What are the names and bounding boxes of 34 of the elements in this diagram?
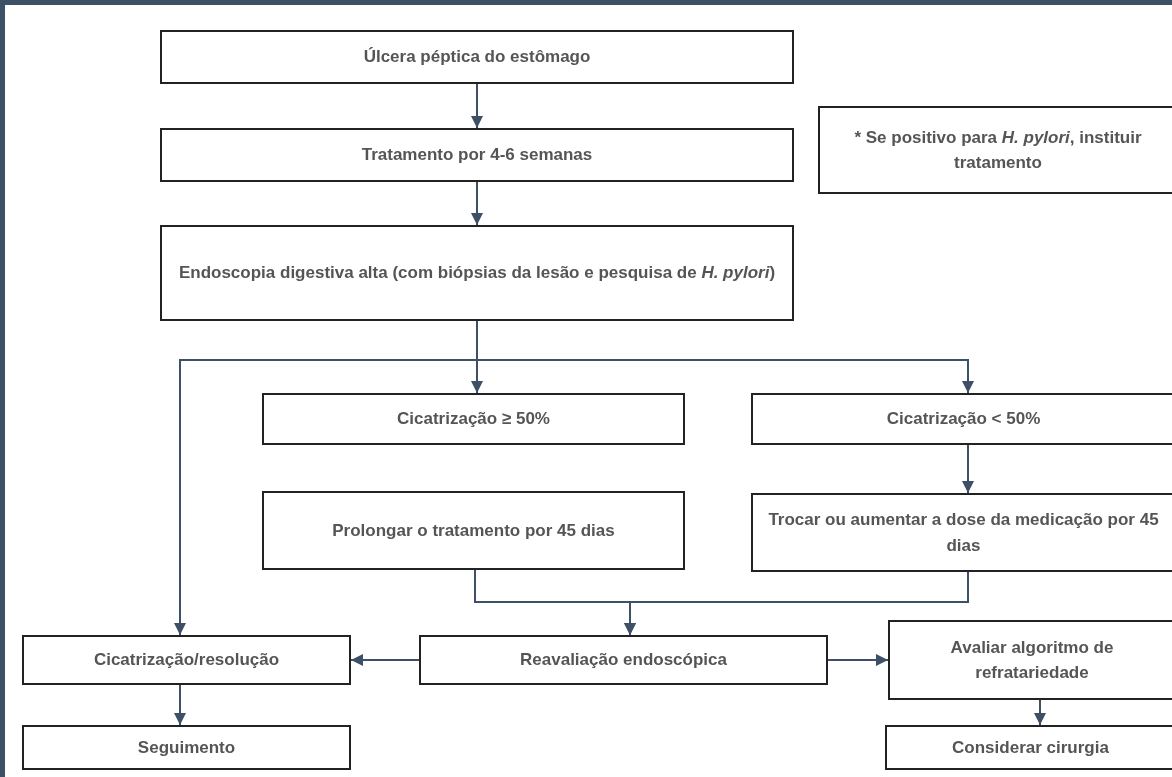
process-box <box>262 393 685 445</box>
note-box <box>818 106 1172 194</box>
step-text: Reavaliação endoscópica <box>520 649 727 672</box>
process-box <box>888 620 1172 700</box>
process-box <box>22 635 351 685</box>
process-box <box>262 491 685 570</box>
step-text: Prolongar o tratamento por 45 dias <box>332 519 615 542</box>
arrow <box>827 654 889 666</box>
step-text: Seguimento <box>137 736 236 759</box>
arrow <box>471 83 483 129</box>
process-box <box>160 128 794 182</box>
process-box <box>22 725 351 770</box>
arrow <box>1034 699 1046 726</box>
process-box <box>751 493 1172 572</box>
arrow <box>174 684 186 726</box>
arrow <box>624 571 969 636</box>
step-text: Cicatrização ≥ 50% <box>397 408 550 431</box>
process-box <box>885 725 1172 770</box>
step-text: Cicatrização < 50% <box>886 408 1041 431</box>
process-box <box>419 635 828 685</box>
process-box <box>160 225 794 321</box>
step-text: Trocar ou aumentar a dose da medicação por 45 dias <box>767 509 1160 557</box>
arrow <box>471 181 483 226</box>
process-box <box>751 393 1172 445</box>
step-text: Tratamento por 4-6 semanas <box>361 144 593 167</box>
step-text: Considerar cirurgia <box>952 736 1109 759</box>
process-box <box>160 30 794 84</box>
step-text: Avaliar algoritmo de refratariedade <box>949 636 1115 684</box>
note-text: * Se positivo para H. pylori, instituir tratamento <box>853 126 1143 174</box>
step-text: Úlcera péptica do estômago <box>363 46 591 69</box>
arrow <box>350 654 420 666</box>
step-text: Cicatrização/resolução <box>93 649 280 672</box>
step-text: Endoscopia digestiva alta (com biópsias da lesão e pesquisa de H. pylori) <box>178 262 776 285</box>
arrow <box>962 444 974 494</box>
